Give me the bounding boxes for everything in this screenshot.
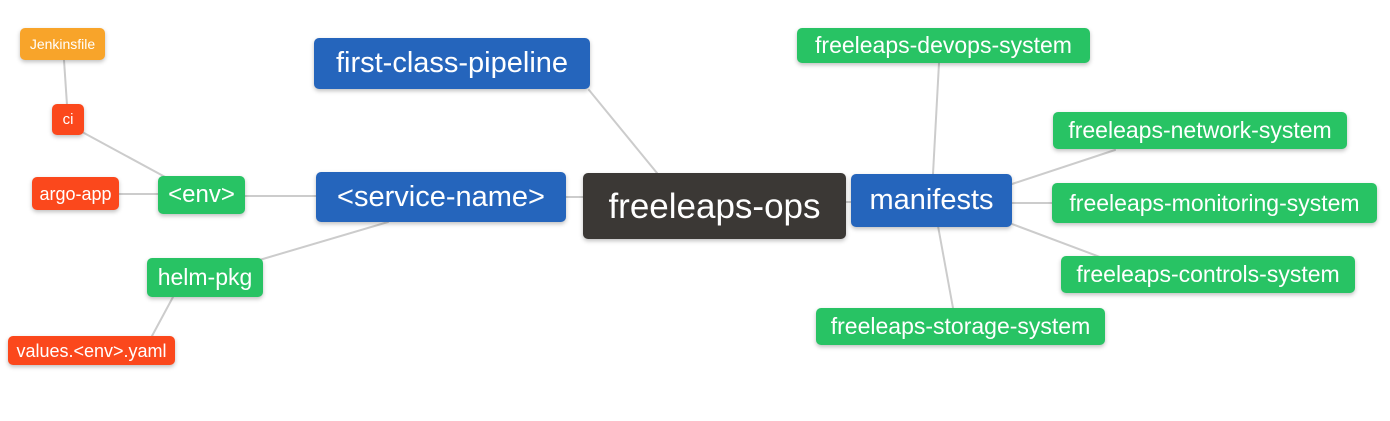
node-helm-pkg[interactable]: helm-pkg bbox=[147, 258, 263, 297]
edge-helm-pkg-values-env-yaml bbox=[151, 296, 174, 337]
node-env[interactable]: <env> bbox=[158, 176, 245, 214]
edge-manifests-controls-system bbox=[1011, 223, 1101, 258]
node-freeleaps-ops[interactable]: freeleaps-ops bbox=[583, 173, 846, 239]
edge-first-class-pipeline-freeleaps-ops bbox=[588, 89, 658, 174]
edge-jenkinsfile-ci bbox=[63, 59, 68, 106]
edge-ci-env bbox=[83, 132, 168, 179]
node-freeleaps-devops-system[interactable]: freeleaps-devops-system bbox=[797, 28, 1090, 63]
edge-service-name-helm-pkg bbox=[255, 221, 389, 262]
node-ci[interactable]: ci bbox=[52, 104, 84, 135]
node-service-name[interactable]: <service-name> bbox=[316, 172, 566, 222]
node-freeleaps-storage-system[interactable]: freeleaps-storage-system bbox=[816, 308, 1105, 345]
edge-manifests-devops-system bbox=[932, 62, 940, 175]
node-jenkinsfile[interactable]: Jenkinsfile bbox=[20, 28, 105, 60]
node-argo-app[interactable]: argo-app bbox=[32, 177, 119, 210]
node-freeleaps-monitoring-system[interactable]: freeleaps-monitoring-system bbox=[1052, 183, 1377, 223]
edge-manifests-network-system bbox=[1011, 149, 1116, 185]
node-freeleaps-controls-system[interactable]: freeleaps-controls-system bbox=[1061, 256, 1355, 293]
node-first-class-pipeline[interactable]: first-class-pipeline bbox=[314, 38, 590, 89]
node-values-env-yaml[interactable]: values.<env>.yaml bbox=[8, 336, 175, 365]
node-manifests[interactable]: manifests bbox=[851, 174, 1012, 227]
node-freeleaps-network-system[interactable]: freeleaps-network-system bbox=[1053, 112, 1347, 149]
edge-manifests-storage-system bbox=[937, 225, 954, 309]
